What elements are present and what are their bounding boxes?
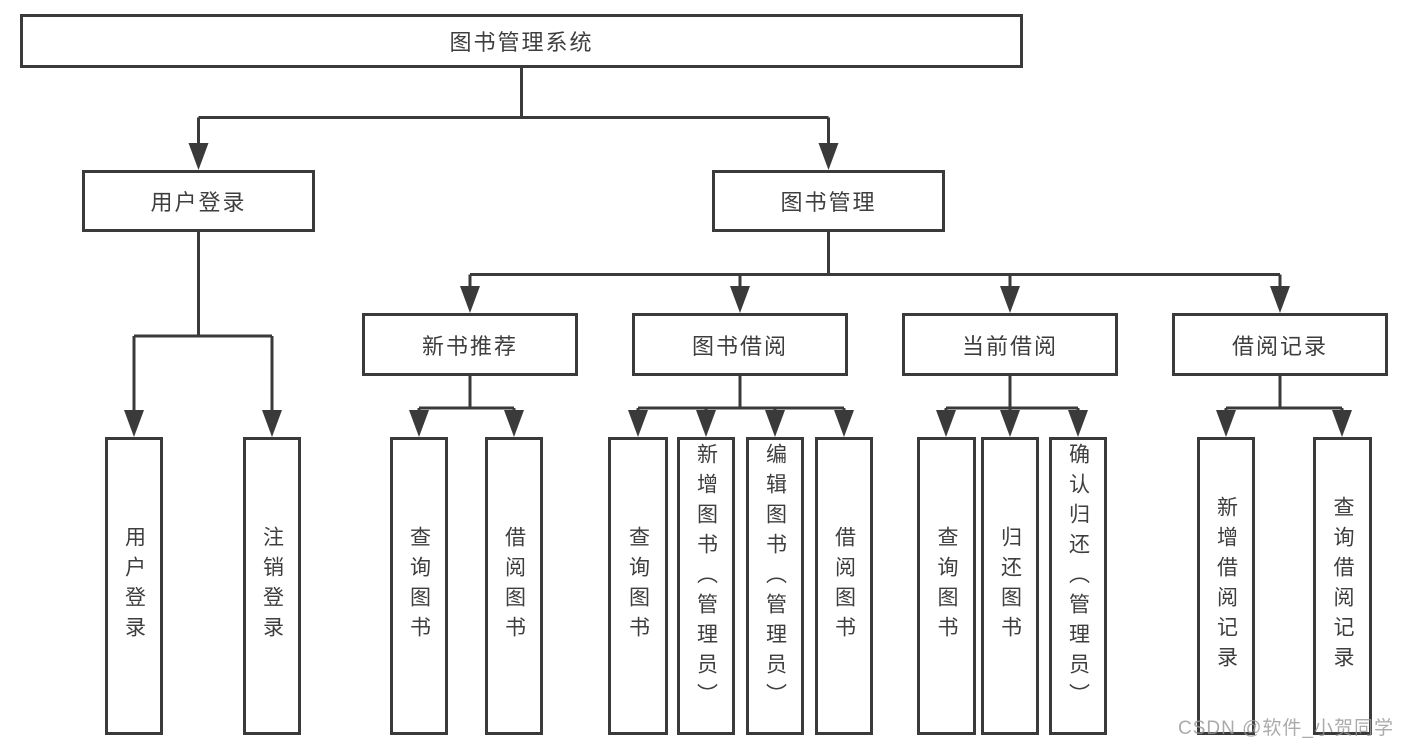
leaf-label: 编辑图书（管理员）	[763, 443, 787, 713]
connector-new-book-to-leaves	[417, 376, 516, 414]
node-new-book-recommendation: 新书推荐	[362, 313, 578, 376]
node-leaf-query-books: 查询图书	[390, 437, 448, 735]
leaf-label: 新增借阅记录	[1214, 496, 1238, 676]
leaf-label: 借阅图书	[832, 526, 856, 646]
node-book-borrowing: 图书借阅	[632, 313, 848, 376]
node-leaf-borrow-books: 借阅图书	[485, 437, 543, 735]
csdn-watermark: CSDN @软件_小贺同学	[1178, 718, 1394, 739]
leaf-label: 查询图书	[935, 526, 958, 646]
node-borrowing-records: 借阅记录	[1172, 313, 1388, 376]
arrowhead	[818, 143, 839, 170]
node-leaf-edit-books-admin: 编辑图书（管理员）	[746, 437, 804, 735]
leaf-label: 用户登录	[122, 526, 146, 646]
arrowhead	[1068, 410, 1088, 437]
arrowhead	[1332, 410, 1352, 437]
node-leaf-query-books: 查询图书	[608, 437, 668, 735]
arrowhead	[696, 410, 716, 437]
connector-user-login-to-leaves	[132, 232, 274, 412]
leaf-label: 注销登录	[260, 526, 284, 646]
connector-book-management-to-level3	[468, 232, 1282, 289]
arrowhead	[504, 410, 524, 437]
arrowhead	[1216, 410, 1236, 437]
node-book-management-branch: 图书管理	[712, 170, 945, 232]
leaf-label: 新增图书（管理员）	[694, 443, 718, 713]
arrowhead	[936, 410, 956, 437]
arrowhead	[765, 410, 785, 437]
node-leaf-logout: 注销登录	[243, 437, 301, 735]
node-leaf-borrow-books: 借阅图书	[815, 437, 873, 735]
arrowhead	[124, 410, 144, 437]
node-library-management-system: 图书管理系统	[20, 14, 1023, 68]
node-current-borrowing: 当前借阅	[902, 313, 1118, 376]
node-user-login-branch: 用户登录	[82, 170, 315, 232]
leaf-label: 确认归还（管理员）	[1066, 443, 1090, 713]
arrowhead	[1000, 410, 1020, 437]
leaf-label: 查询借阅记录	[1331, 496, 1354, 676]
node-leaf-add-borrow-record: 新增借阅记录	[1197, 437, 1255, 735]
leaf-label: 查询图书	[407, 526, 431, 646]
arrowhead	[409, 410, 429, 437]
arrowhead	[262, 410, 282, 437]
node-leaf-confirm-return-admin: 确认归还（管理员）	[1049, 437, 1107, 735]
node-leaf-add-books-admin: 新增图书（管理员）	[677, 437, 735, 735]
arrowhead	[730, 286, 750, 313]
arrowhead	[1000, 286, 1020, 313]
node-leaf-query-books: 查询图书	[917, 437, 976, 735]
leaf-label: 归还图书	[998, 526, 1022, 646]
node-leaf-query-borrow-record: 查询借阅记录	[1313, 437, 1372, 735]
arrowhead	[834, 410, 854, 437]
connector-borrow-record-to-leaves	[1224, 376, 1344, 414]
connector-book-borrow-to-leaves	[636, 376, 846, 414]
leaf-label: 查询图书	[626, 526, 650, 646]
arrowhead	[188, 143, 209, 170]
arrowhead	[1270, 286, 1290, 313]
connector-current-borrow-to-leaves	[944, 376, 1080, 414]
arrowhead	[628, 410, 648, 437]
connector-root-to-level2	[197, 68, 830, 146]
leaf-label: 借阅图书	[502, 526, 526, 646]
node-leaf-user-login: 用户登录	[105, 437, 163, 735]
node-leaf-return-books: 归还图书	[981, 437, 1039, 735]
arrowhead	[460, 286, 480, 313]
